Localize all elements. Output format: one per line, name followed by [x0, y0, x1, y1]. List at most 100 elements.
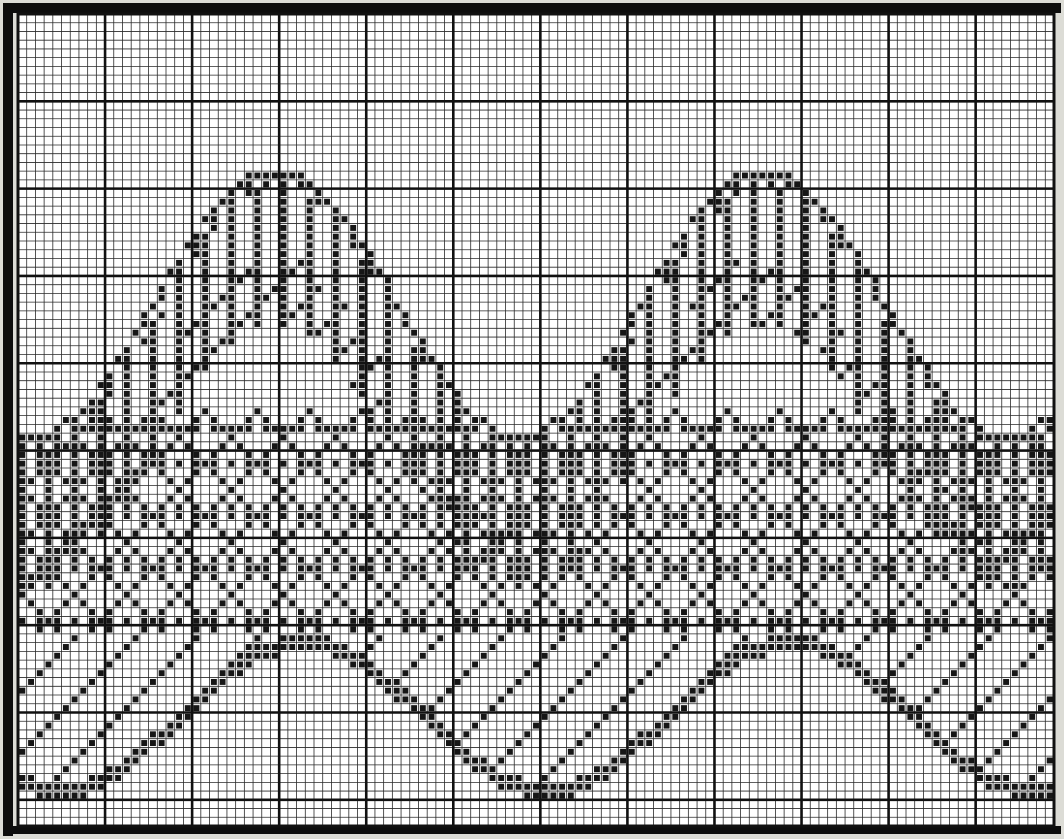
filled-square	[106, 723, 112, 729]
filled-square	[559, 618, 565, 624]
filled-square	[855, 286, 861, 292]
filled-square	[194, 557, 200, 563]
filled-square	[385, 400, 391, 406]
filled-square	[524, 434, 530, 440]
filled-square	[638, 478, 644, 484]
filled-square	[925, 627, 931, 633]
filled-square	[254, 312, 260, 318]
filled-square	[611, 574, 617, 580]
filled-square	[542, 618, 548, 624]
filled-square	[1003, 600, 1009, 606]
filled-square	[63, 443, 69, 449]
filled-square	[54, 504, 60, 510]
filled-square	[272, 600, 278, 606]
filled-square	[202, 365, 208, 371]
filled-square	[359, 295, 365, 301]
filled-square	[315, 627, 321, 633]
filled-square	[437, 469, 443, 475]
filled-square	[1012, 557, 1018, 563]
filled-square	[516, 539, 522, 545]
filled-square	[124, 443, 130, 449]
filled-square	[1038, 417, 1044, 423]
filled-square	[194, 513, 200, 519]
filled-square	[968, 417, 974, 423]
filled-square	[759, 173, 765, 179]
filled-square	[794, 181, 800, 187]
filled-square	[298, 635, 304, 641]
filled-square	[812, 635, 818, 641]
filled-square	[559, 522, 565, 528]
filled-square	[585, 784, 591, 790]
filled-square	[594, 618, 600, 624]
filled-square	[481, 443, 487, 449]
filled-square	[211, 216, 217, 222]
filled-square	[333, 242, 339, 248]
filled-square	[881, 513, 887, 519]
filled-square	[376, 531, 382, 537]
filled-square	[986, 758, 992, 764]
filled-square	[54, 565, 60, 571]
filled-square	[742, 426, 748, 432]
filled-square	[890, 557, 896, 563]
filled-square	[420, 705, 426, 711]
filled-square	[455, 618, 461, 624]
filled-square	[272, 548, 278, 554]
filled-square	[742, 443, 748, 449]
filled-square	[315, 190, 321, 196]
filled-square	[951, 496, 957, 502]
filled-square	[368, 574, 374, 580]
filled-square	[185, 548, 191, 554]
filled-square	[133, 583, 139, 589]
filled-square	[577, 775, 583, 781]
filled-square	[873, 426, 879, 432]
filled-square	[664, 653, 670, 659]
filled-square	[881, 338, 887, 344]
filled-square	[385, 391, 391, 397]
filled-square	[786, 565, 792, 571]
filled-square	[516, 461, 522, 467]
filled-square	[725, 242, 731, 248]
filled-square	[1029, 504, 1035, 510]
filled-square	[550, 443, 556, 449]
filled-square	[907, 513, 913, 519]
filled-square	[202, 242, 208, 248]
filled-square	[611, 504, 617, 510]
filled-square	[681, 356, 687, 362]
filled-square	[786, 469, 792, 475]
filled-square	[202, 295, 208, 301]
filled-square	[664, 574, 670, 580]
filled-square	[455, 574, 461, 580]
filled-square	[542, 565, 548, 571]
filled-square	[690, 304, 696, 310]
filled-square	[115, 775, 121, 781]
filled-square	[986, 548, 992, 554]
filled-square	[463, 670, 469, 676]
filled-square	[72, 452, 78, 458]
filled-square	[803, 513, 809, 519]
filled-square	[716, 504, 722, 510]
filled-square	[72, 635, 78, 641]
filled-square	[167, 443, 173, 449]
filled-square	[463, 522, 469, 528]
filled-square	[864, 679, 870, 685]
filled-square	[46, 504, 52, 510]
filled-square	[37, 784, 43, 790]
filled-square	[263, 609, 269, 615]
filled-square	[490, 644, 496, 650]
filled-square	[37, 434, 43, 440]
filled-square	[446, 504, 452, 510]
filled-square	[794, 644, 800, 650]
filled-square	[1012, 784, 1018, 790]
filled-square	[968, 531, 974, 537]
filled-square	[568, 504, 574, 510]
filled-square	[568, 531, 574, 537]
filled-square	[707, 330, 713, 336]
filled-square	[881, 434, 887, 440]
filled-square	[437, 373, 443, 379]
filled-square	[907, 487, 913, 493]
filled-square	[463, 513, 469, 519]
filled-square	[141, 461, 147, 467]
filled-square	[307, 286, 313, 292]
filled-square	[176, 321, 182, 327]
filled-square	[402, 321, 408, 327]
